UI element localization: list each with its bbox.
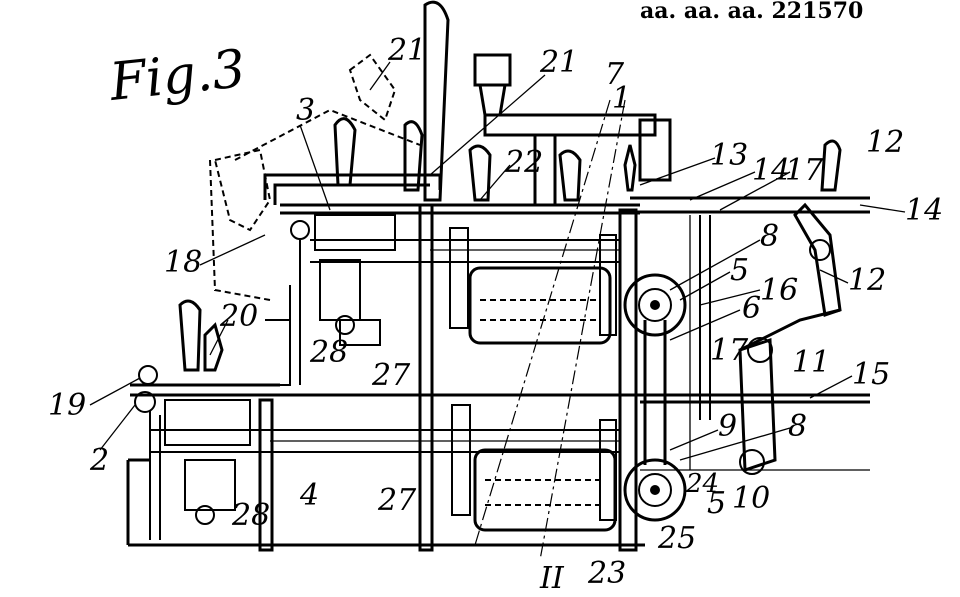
label-21a: 21 [539, 45, 578, 80]
label-2: 2 [89, 443, 109, 478]
label-7: 7 [605, 57, 625, 92]
label-18: 18 [164, 245, 202, 280]
label-II: II [539, 561, 565, 596]
machine-outline [126, 0, 870, 561]
figure-title: Fig.3 [106, 39, 248, 113]
label-6: 6 [742, 291, 761, 326]
label-15: 15 [852, 357, 890, 392]
label-5b: 5 [707, 486, 726, 521]
label-25: 25 [657, 521, 696, 556]
label-13: 13 [710, 138, 748, 173]
label-5a: 5 [730, 253, 749, 288]
label-22: 22 [504, 145, 543, 180]
label-14b: 14 [905, 193, 943, 228]
label-11: 11 [792, 345, 830, 380]
reference-labels: 1 2 3 4 5 5 6 7 8 8 9 10 11 12 12 13 14 … [48, 33, 943, 596]
label-17a: 17 [785, 153, 824, 188]
label-24: 24 [685, 469, 719, 499]
label-19: 19 [48, 388, 86, 423]
label-20: 20 [219, 299, 258, 334]
label-12a: 12 [866, 125, 904, 160]
label-3: 3 [296, 93, 315, 128]
label-8a: 8 [760, 219, 779, 254]
leader-lines [89, 61, 906, 461]
label-12b: 12 [848, 263, 886, 298]
label-1: 1 [612, 81, 631, 116]
header-text: aa. aa. aa. 221570 [640, 0, 863, 24]
label-9: 9 [718, 409, 737, 444]
label-17b: 17 [710, 333, 749, 368]
label-21b: 21 [387, 33, 426, 68]
label-27a: 27 [371, 358, 411, 393]
label-28b: 28 [231, 498, 270, 533]
label-16: 16 [760, 273, 798, 308]
label-8b: 8 [788, 409, 807, 444]
label-23: 23 [587, 556, 626, 591]
label-4: 4 [299, 478, 319, 513]
label-10: 10 [732, 481, 770, 516]
label-27b: 27 [377, 483, 417, 518]
label-28a: 28 [309, 335, 348, 370]
